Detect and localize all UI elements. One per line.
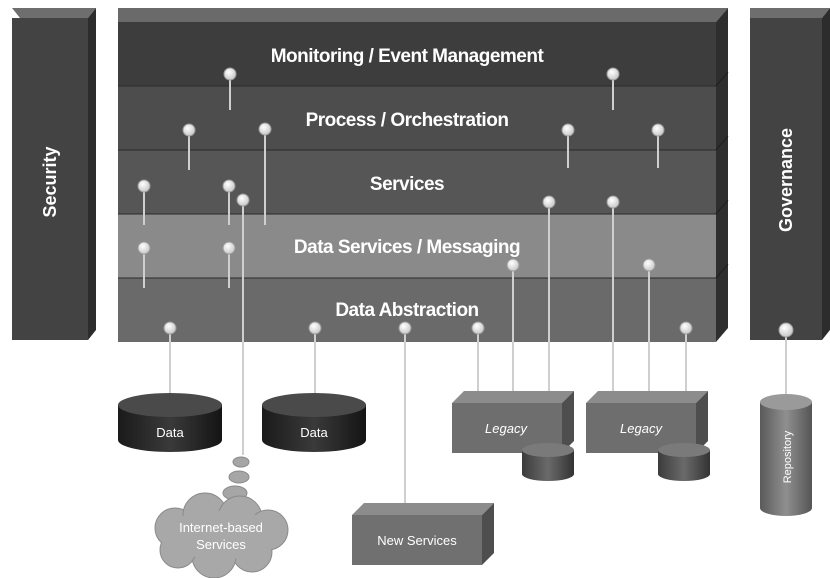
internet-cloud: Internet-based Services (154, 456, 289, 578)
layer-stack: Monitoring / Event Management Process / … (118, 8, 729, 342)
pin (182, 123, 196, 137)
pin (642, 258, 656, 272)
pin (398, 321, 412, 335)
data-store-1: Data (118, 393, 222, 452)
pin (471, 321, 485, 335)
pin (258, 122, 272, 136)
new-services-label: New Services (377, 533, 457, 548)
pin (606, 195, 620, 209)
security-pillar: Security (12, 8, 96, 340)
pin (561, 123, 575, 137)
repository-store: Repository (760, 394, 812, 516)
pin (222, 179, 236, 193)
legacy-1-label: Legacy (485, 421, 528, 436)
governance-pillar: Governance (750, 8, 830, 340)
pin (137, 179, 151, 193)
layer-label-monitoring: Monitoring / Event Management (271, 46, 545, 67)
pin (679, 321, 693, 335)
pin (778, 322, 794, 338)
layer-data-abstraction (118, 278, 716, 342)
pin (506, 258, 520, 272)
pin (223, 67, 237, 81)
layer-data-services (118, 214, 716, 278)
connection-pins (137, 67, 794, 338)
legacy-2-label: Legacy (620, 421, 663, 436)
pin (542, 195, 556, 209)
security-label: Security (40, 146, 60, 217)
legacy-system-1: Legacy (452, 391, 574, 481)
connector-lines (143, 75, 787, 510)
layer-label-data-services: Data Services / Messaging (294, 237, 520, 258)
governance-label: Governance (776, 128, 796, 232)
pin (163, 321, 177, 335)
layer-process (118, 86, 716, 150)
data-store-1-label: Data (156, 425, 184, 440)
internet-label-line2: Services (196, 537, 246, 552)
pin (606, 67, 620, 81)
internet-label-line1: Internet-based (179, 520, 263, 535)
pin (137, 241, 151, 255)
data-store-2: Data (262, 393, 366, 452)
layer-label-data-abstraction: Data Abstraction (335, 300, 478, 321)
pin (308, 321, 322, 335)
legacy-system-2: Legacy (586, 391, 710, 481)
data-store-2-label: Data (300, 425, 328, 440)
layer-label-process: Process / Orchestration (306, 110, 509, 131)
pin (651, 123, 665, 137)
pin (222, 241, 236, 255)
pin (236, 193, 250, 207)
new-services-box: New Services (352, 503, 494, 565)
layer-label-services: Services (370, 174, 444, 195)
repository-label: Repository (782, 430, 794, 483)
